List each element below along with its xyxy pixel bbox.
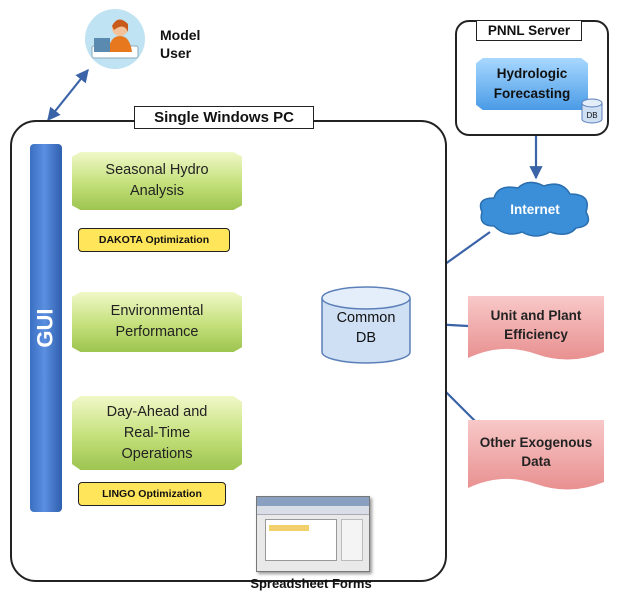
lingo-optimization-box: LINGO Optimization (78, 482, 226, 506)
model-user-icon (84, 8, 146, 70)
common-db-label: Common DB (318, 308, 414, 348)
hydrologic-forecasting-label: Hydrologic Forecasting (493, 66, 571, 101)
other-exogenous-data-doc: Other Exogenous Data (468, 420, 604, 492)
gui-bar: GUI (30, 144, 62, 512)
single-windows-pc-title: Single Windows PC (134, 106, 314, 129)
internet-cloud-icon (474, 178, 596, 240)
user-gui-arrow (47, 68, 89, 122)
seasonal-hydro-analysis-label: Seasonal Hydro Analysis (105, 162, 209, 199)
spreadsheet-forms-label: Spreadsheet Forms (250, 576, 372, 591)
hydrologic-forecasting-box: Hydrologic Forecasting (476, 58, 588, 110)
pnnl-server-title: PNNL Server (476, 20, 582, 41)
internet-label: Internet (510, 202, 560, 217)
common-db-cylinder (318, 286, 414, 366)
server-db-icon (580, 98, 604, 124)
model-user-label-line2: User (160, 45, 192, 61)
environmental-performance-box: Environmental Performance (72, 292, 242, 352)
model-user-label: Model User (160, 26, 200, 62)
unit-plant-efficiency-label: Unit and Plant Efficiency (490, 308, 582, 342)
day-ahead-real-time-operations-box: Day-Ahead and Real-Time Operations (72, 396, 242, 470)
server-db-label: DB (586, 111, 598, 120)
common-db-label-line1: Common (336, 310, 396, 326)
model-user-label-line1: Model (160, 27, 201, 43)
gui-label: GUI (33, 308, 58, 348)
spreadsheet-forms-screenshot (256, 496, 370, 572)
day-ahead-real-time-operations-label: Day-Ahead and Real-Time Operations (106, 403, 208, 462)
environmental-performance-label: Environmental Performance (110, 303, 204, 340)
seasonal-hydro-analysis-box: Seasonal Hydro Analysis (72, 152, 242, 210)
common-db-label-line2: DB (355, 330, 377, 346)
other-exogenous-data-label: Other Exogenous Data (479, 435, 593, 469)
dakota-optimization-box: DAKOTA Optimization (78, 228, 230, 252)
